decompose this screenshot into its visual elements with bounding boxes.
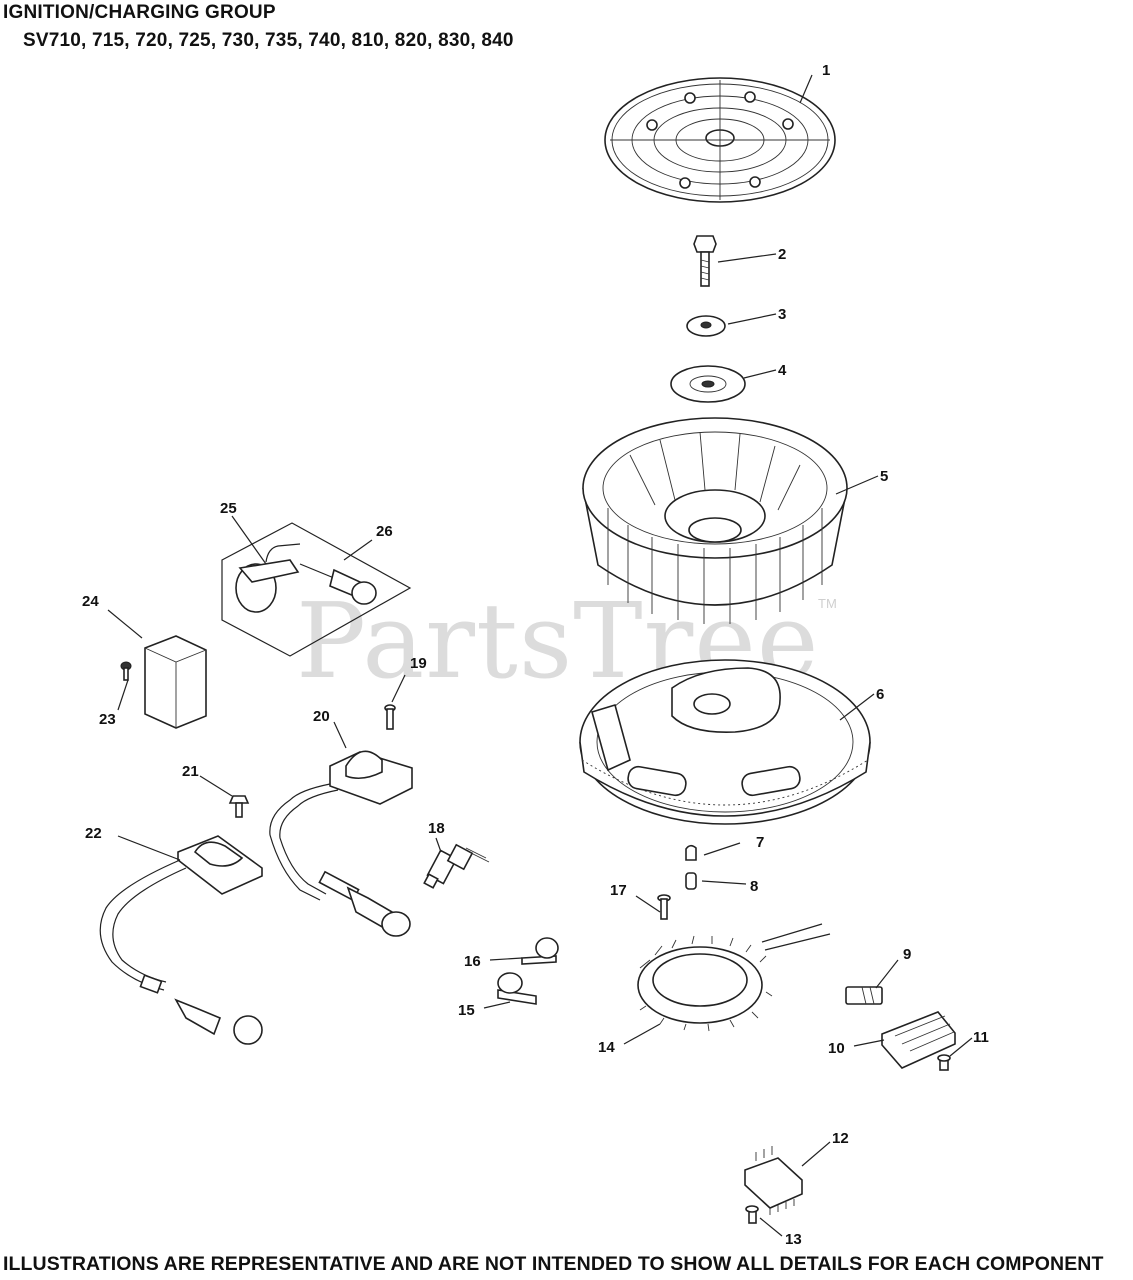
callout-5: 5 <box>880 468 888 485</box>
callout-4: 4 <box>778 362 787 379</box>
part-22-ignition-module[interactable] <box>99 835 263 1045</box>
part-18-spark-plug[interactable] <box>423 843 490 889</box>
part-1-screen[interactable] <box>604 77 836 203</box>
part-16-clamp[interactable] <box>521 937 559 965</box>
part-15-clamp[interactable] <box>497 972 537 1005</box>
model-list: SV710, 715, 720, 725, 730, 735, 740, 810… <box>23 30 514 51</box>
callout-10: 10 <box>828 1040 845 1057</box>
part-11-screw[interactable] <box>937 1054 951 1071</box>
callout-16: 16 <box>464 953 481 970</box>
callout-3: 3 <box>778 306 786 323</box>
callout-7: 7 <box>756 834 764 851</box>
part-13-screw[interactable] <box>745 1205 759 1224</box>
watermark-trademark: TM <box>818 596 837 611</box>
callout-1: 1 <box>822 62 830 79</box>
part-24-box[interactable] <box>144 635 207 729</box>
callout-14: 14 <box>598 1039 615 1056</box>
part-25-coil[interactable] <box>235 543 377 613</box>
callout-17: 17 <box>610 882 627 899</box>
diagram-title: IGNITION/CHARGING GROUP <box>3 2 276 23</box>
leader-lines <box>107 74 973 1237</box>
part-9-connector[interactable] <box>845 986 883 1005</box>
part-3-washer[interactable] <box>686 315 726 337</box>
callout-19: 19 <box>410 655 427 672</box>
disclaimer-footer: ILLUSTRATIONS ARE REPRESENTATIVE AND ARE… <box>3 1253 1104 1275</box>
callout-20: 20 <box>313 708 330 725</box>
callout-8: 8 <box>750 878 758 895</box>
part-20-ignition-module[interactable] <box>269 750 413 937</box>
callout-9: 9 <box>903 946 911 963</box>
part-26-coil-kit[interactable] <box>221 522 412 657</box>
callout-6: 6 <box>876 686 884 703</box>
part-19-screw[interactable] <box>384 704 396 730</box>
part-5-fan[interactable] <box>582 417 848 624</box>
callout-22: 22 <box>85 825 102 842</box>
part-10-regulator[interactable] <box>881 1011 956 1069</box>
part-23-screw[interactable] <box>120 661 132 681</box>
callout-25: 25 <box>220 500 237 517</box>
part-21-screw[interactable] <box>228 795 250 818</box>
callout-11: 11 <box>973 1029 989 1046</box>
part-12-rectifier[interactable] <box>744 1146 803 1215</box>
part-7-key[interactable] <box>685 844 697 861</box>
part-2-bolt[interactable] <box>693 235 717 287</box>
callout-2: 2 <box>778 246 786 263</box>
callout-21: 21 <box>182 763 199 780</box>
callout-15: 15 <box>458 1002 475 1019</box>
part-17-screw[interactable] <box>657 894 671 920</box>
part-6-flywheel[interactable] <box>579 659 871 825</box>
callout-26: 26 <box>376 523 393 540</box>
callout-23: 23 <box>99 711 116 728</box>
part-14-stator[interactable] <box>637 923 831 1032</box>
callout-18: 18 <box>428 820 445 837</box>
part-8-key[interactable] <box>685 872 697 890</box>
callout-12: 12 <box>832 1130 849 1147</box>
callout-24: 24 <box>82 593 99 610</box>
callout-13: 13 <box>785 1231 802 1248</box>
part-4-retainer[interactable] <box>670 365 746 403</box>
callout-numbers: 1 2 3 4 5 6 7 8 9 10 11 12 13 14 15 16 1… <box>82 62 989 1248</box>
